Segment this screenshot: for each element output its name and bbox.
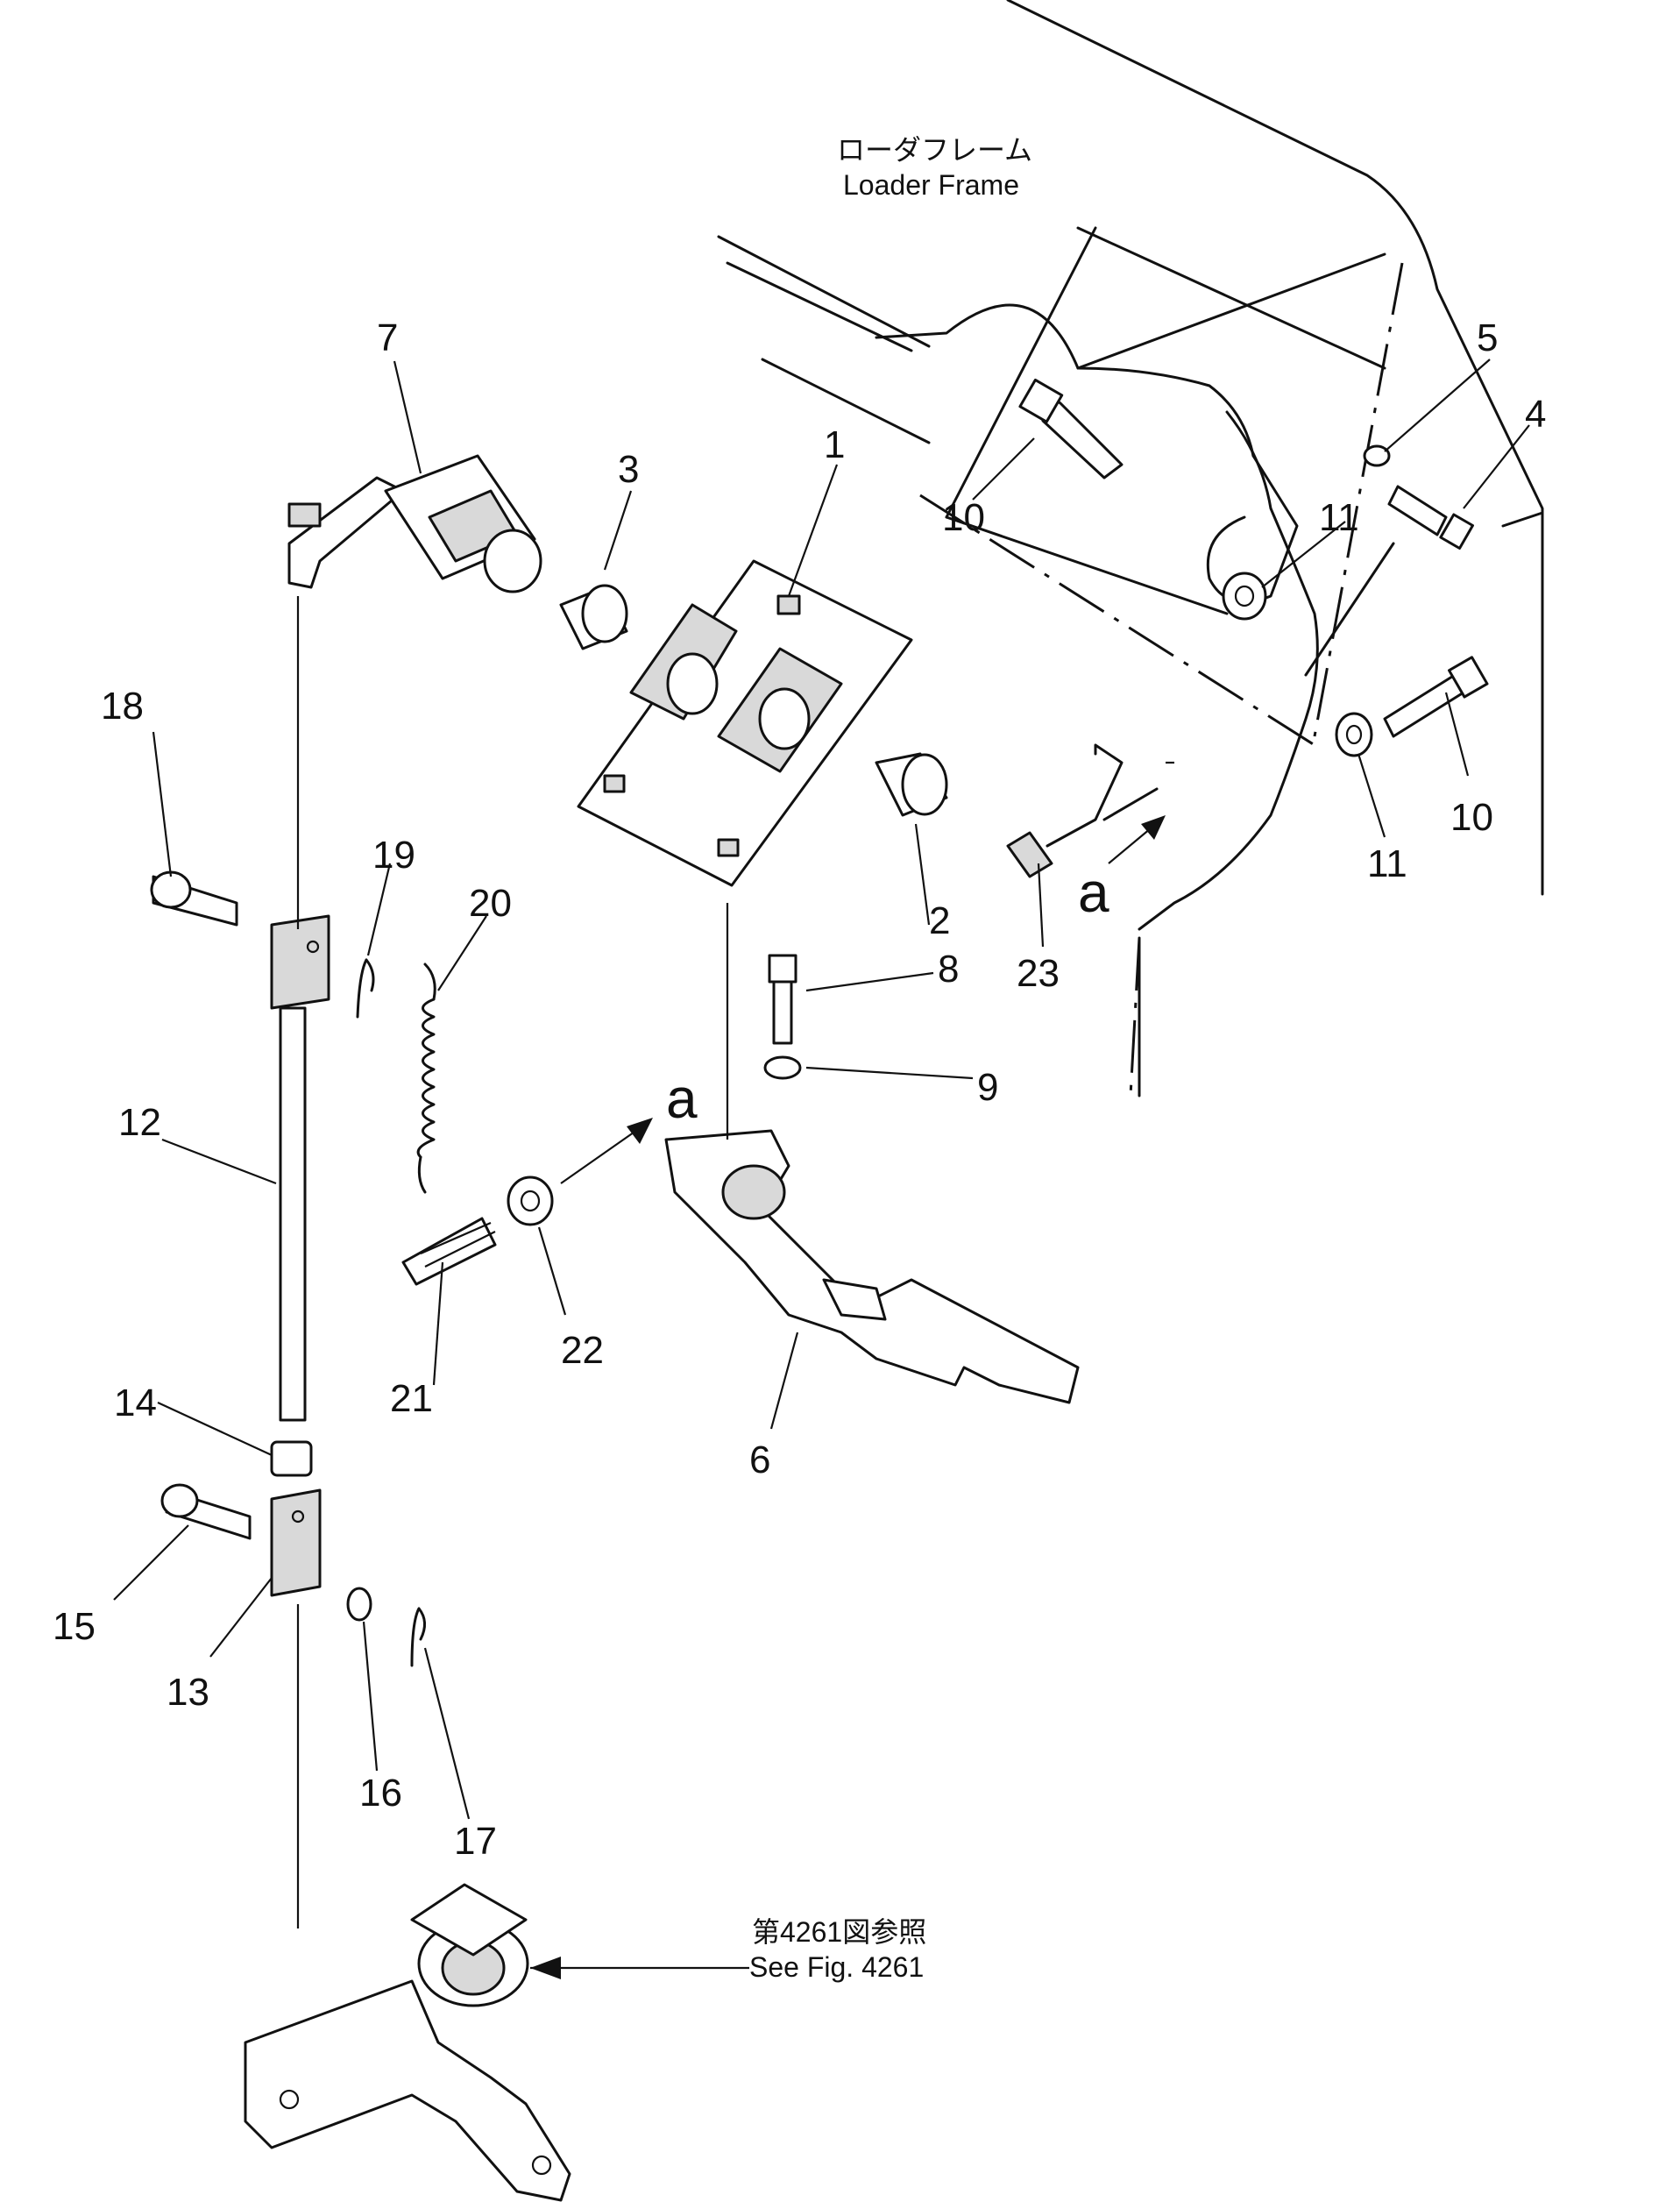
cotter-17 bbox=[410, 1607, 426, 1667]
bracket-plate bbox=[577, 559, 913, 887]
bolt-10-lower bbox=[1383, 656, 1489, 738]
see-fig-en-label: See Fig. 4261 bbox=[749, 1951, 924, 1983]
bushing-2 bbox=[875, 752, 948, 817]
rod-12 bbox=[279, 1006, 307, 1422]
part-number-10-upper: 10 bbox=[942, 496, 985, 539]
part-numbers: 7 3 1 5 4 10 11 10 11 2 23 8 9 18 19 20 … bbox=[53, 316, 1546, 1863]
part-number-23: 23 bbox=[1017, 952, 1060, 995]
part-number-18: 18 bbox=[101, 685, 144, 728]
part-number-16: 16 bbox=[359, 1772, 402, 1815]
part-number-13: 13 bbox=[167, 1671, 209, 1714]
arrow-a-right bbox=[1108, 815, 1166, 864]
bolt-10-upper bbox=[1018, 378, 1124, 479]
nut-22 bbox=[507, 1176, 554, 1226]
part-number-2: 2 bbox=[929, 899, 950, 942]
part-number-21: 21 bbox=[390, 1377, 433, 1420]
pin-18 bbox=[150, 870, 238, 927]
clevis-13 bbox=[270, 1488, 322, 1597]
arrow-see-fig bbox=[530, 1957, 561, 1979]
loader-frame-en-label: Loader Frame bbox=[843, 169, 1019, 201]
part-number-14: 14 bbox=[114, 1382, 157, 1424]
part-number-22: 22 bbox=[561, 1329, 604, 1372]
pin-15 bbox=[160, 1483, 252, 1540]
leader-lines bbox=[113, 359, 1530, 1970]
washer-16 bbox=[346, 1587, 372, 1622]
nut-11-lower bbox=[1335, 712, 1373, 757]
part-number-1: 1 bbox=[824, 423, 845, 466]
lower-lever bbox=[244, 1883, 571, 2202]
marker-a-left: a bbox=[666, 1067, 698, 1130]
lever-shaft bbox=[287, 454, 542, 593]
washer-9 bbox=[763, 1055, 802, 1080]
clevis-upper bbox=[270, 914, 330, 1010]
part-number-19: 19 bbox=[372, 834, 415, 877]
bushing-3 bbox=[559, 584, 628, 650]
nut-14 bbox=[270, 1440, 313, 1477]
part-number-3: 3 bbox=[618, 448, 639, 491]
stopper-23 bbox=[1006, 743, 1159, 878]
loader-frame-jp-label: ローダフレーム bbox=[837, 134, 1032, 166]
loader-frame-caption: ローダフレーム Loader Frame bbox=[837, 134, 1032, 201]
cotter-19 bbox=[356, 958, 375, 1019]
arrow-a-left bbox=[560, 1118, 653, 1184]
part-number-9: 9 bbox=[977, 1066, 998, 1109]
part-number-8: 8 bbox=[938, 948, 959, 991]
part-number-10-lower: 10 bbox=[1450, 796, 1493, 839]
part-number-5: 5 bbox=[1477, 316, 1498, 359]
part-number-20: 20 bbox=[469, 882, 512, 925]
part-number-4: 4 bbox=[1525, 393, 1546, 436]
see-fig-jp-label: 第4261図参照 bbox=[752, 1916, 926, 1948]
part-number-6: 6 bbox=[749, 1438, 770, 1481]
spring-20 bbox=[416, 962, 436, 1194]
assembly-lines bbox=[296, 596, 1174, 1928]
marker-a-right: a bbox=[1078, 861, 1109, 924]
bolt-21 bbox=[401, 1217, 497, 1286]
part-number-11-lower: 11 bbox=[1367, 842, 1407, 885]
part-number-11-upper: 11 bbox=[1319, 496, 1359, 539]
bolt-4 bbox=[1387, 485, 1474, 550]
part-number-17: 17 bbox=[454, 1820, 497, 1863]
part-number-15: 15 bbox=[53, 1605, 96, 1648]
part-number-7: 7 bbox=[377, 316, 398, 359]
part-number-12: 12 bbox=[118, 1101, 161, 1144]
see-fig-caption: 第4261図参照 See Fig. 4261 bbox=[749, 1916, 926, 1983]
nut-11-upper bbox=[1222, 572, 1267, 621]
pedal-arm bbox=[664, 1129, 1080, 1404]
washer-5 bbox=[1363, 444, 1391, 467]
bolt-8 bbox=[768, 954, 797, 1045]
